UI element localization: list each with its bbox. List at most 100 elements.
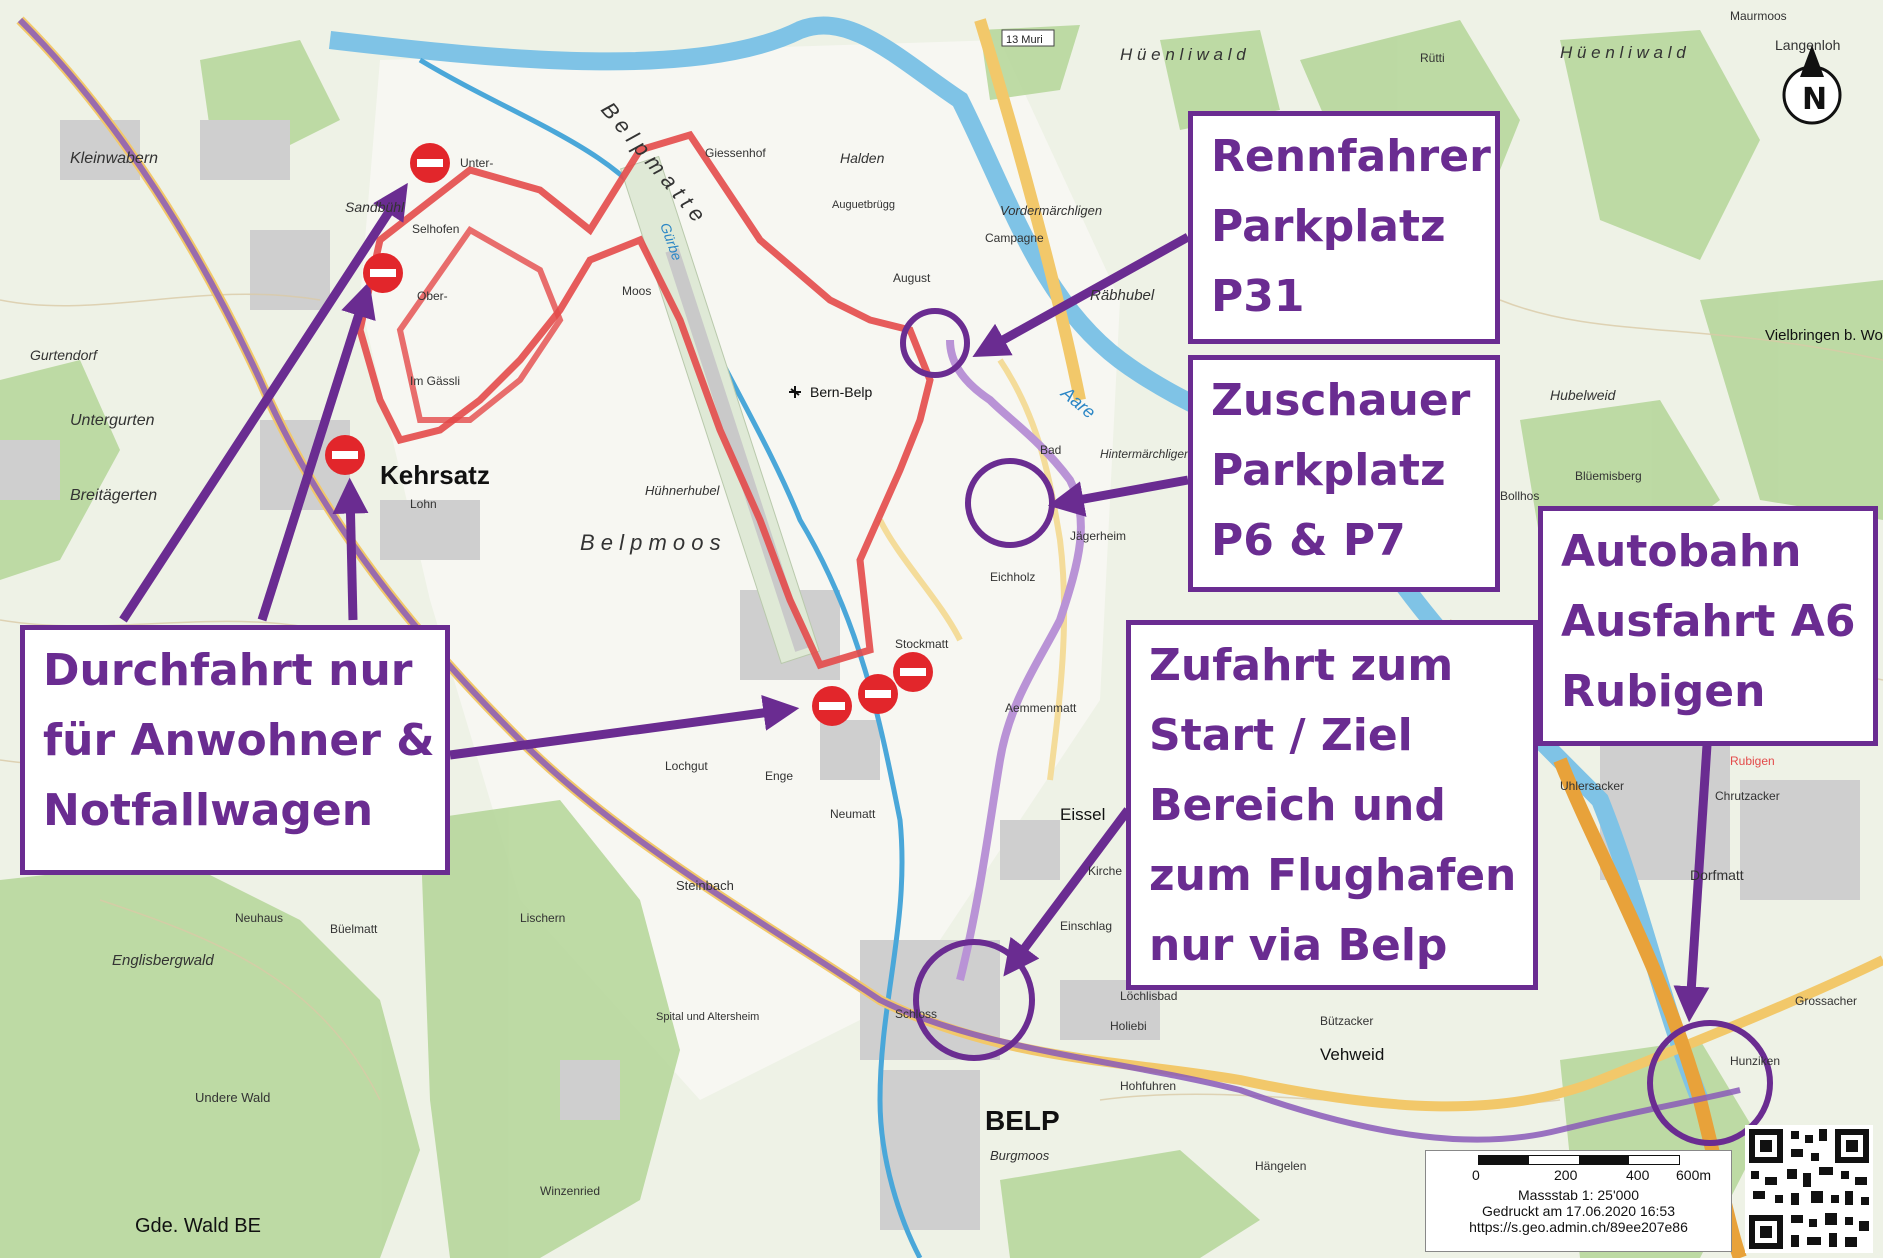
label-gde-wald: Gde. Wald BE — [135, 1215, 261, 1237]
no-entry-sign-icon — [325, 435, 365, 475]
label-vielbringen: Vielbringen b. Worb — [1765, 327, 1883, 344]
callout-zufahrt-line-3: Bereich und — [1149, 780, 1446, 831]
label-halden: Halden — [840, 150, 885, 166]
scale-tick-400: 400 — [1626, 1167, 1650, 1183]
label-unter: Unter- — [460, 156, 493, 170]
label-buetzacker: Bützacker — [1320, 1014, 1373, 1028]
label-bad: Bad — [1040, 443, 1061, 457]
callout-arrows — [119, 182, 1712, 1023]
scale-label: Massstab 1: 25'000 — [1518, 1187, 1639, 1203]
callout-zufahrt-line-2: Start / Ziel — [1149, 710, 1413, 761]
scale-tick-600: 600m — [1676, 1167, 1712, 1183]
callout-autobahn-line-2: Ausfahrt A6 — [1561, 596, 1856, 647]
access-route-belp — [946, 339, 1085, 981]
scale-bar — [1478, 1155, 1680, 1165]
scale-legend: 0 200 400 600m Massstab 1: 25'000 Gedruc… — [1425, 1150, 1732, 1252]
label-hangelen: Hängelen — [1255, 1159, 1306, 1173]
label-uhlersacker: Uhlersacker — [1560, 779, 1624, 793]
label-burgmoos: Burgmoos — [990, 1148, 1050, 1163]
river-aare — [328, 16, 1709, 1104]
label-neuhaus: Neuhaus — [235, 911, 283, 925]
label-rubigen: Rubigen — [1730, 754, 1775, 768]
scale-ticks: 0 200 400 600m — [1426, 1167, 1731, 1185]
no-entry-sign-icon — [858, 674, 898, 714]
label-huenliwald-2: H ü e n l i w a l d — [1560, 43, 1686, 62]
label-maurmoos: Maurmoos — [1730, 9, 1787, 23]
label-aemmenmatt: Aemmenmatt — [1005, 701, 1077, 715]
label-august: August — [893, 271, 931, 285]
label-stockmatt: Stockmatt — [895, 637, 949, 651]
label-neumatt: Neumatt — [830, 807, 876, 821]
label-vehweid: Vehweid — [1320, 1045, 1384, 1064]
callout-autobahn-line-3: Rubigen — [1561, 666, 1766, 717]
label-eissel: Eissel — [1060, 805, 1105, 824]
label-kleinwabern: Kleinwabern — [70, 150, 158, 167]
no-entry-sign-icon — [893, 652, 933, 692]
callout-zufahrt: Zufahrt zum Start / Ziel Bereich und zum… — [1126, 620, 1538, 990]
label-hohfuhren: Hohfuhren — [1120, 1079, 1176, 1093]
highway-badge-text: 13 Muri — [1006, 34, 1043, 46]
callout-autobahn-line-1: Autobahn — [1561, 526, 1802, 577]
label-holiebi: Holiebi — [1110, 1019, 1147, 1033]
callout-zuschauer-line-3: P6 & P7 — [1211, 515, 1406, 566]
marker-circle-belp — [913, 939, 1035, 1061]
label-eichholz: Eichholz — [990, 570, 1035, 584]
label-kirche: Kirche — [1088, 864, 1122, 878]
label-vordermarchligen: Vordermärchligen — [1000, 203, 1102, 218]
label-belpmoos: B e l p m o o s — [580, 530, 721, 555]
label-einschlag: Einschlag — [1060, 919, 1112, 933]
label-sandbuhl: Sandbühl — [345, 199, 405, 215]
callout-rennfahrer-line-1: Rennfahrer — [1211, 131, 1491, 182]
label-rutti: Rütti — [1420, 51, 1445, 65]
qr-code-icon[interactable] — [1745, 1125, 1873, 1253]
source-url[interactable]: https://s.geo.admin.ch/89ee207e86 — [1469, 1219, 1688, 1235]
label-im-gassli: Im Gässli — [410, 374, 460, 388]
label-moos: Moos — [622, 284, 651, 298]
airport-plane-icon — [789, 386, 801, 398]
printed-date: Gedruckt am 17.06.2020 16:53 — [1481, 1203, 1676, 1219]
scale-tick-200: 200 — [1554, 1167, 1578, 1183]
north-label: N — [1802, 82, 1827, 117]
label-lochgut: Lochgut — [665, 759, 708, 773]
callout-zuschauer-line-1: Zuschauer — [1211, 375, 1471, 426]
label-winzenried: Winzenried — [540, 1184, 600, 1198]
callout-durchfahrt-line-1: Durchfahrt nur — [43, 645, 413, 696]
label-schloss: Schloss — [895, 1007, 937, 1021]
label-ober: Ober- — [417, 289, 448, 303]
callout-rennfahrer-line-2: Parkplatz — [1211, 201, 1446, 252]
label-giessenhof: Giessenhof — [705, 146, 766, 160]
label-hubelweid: Hubelweid — [1550, 387, 1617, 403]
label-jagerheim: Jägerheim — [1070, 529, 1126, 543]
label-chrutzacher: Chrutzacker — [1715, 789, 1780, 803]
callout-durchfahrt: Durchfahrt nur für Anwohner & Notfallwag… — [20, 625, 450, 875]
callout-zuschauer-line-2: Parkplatz — [1211, 445, 1446, 496]
callout-rennfahrer-line-3: P31 — [1211, 271, 1305, 322]
scale-info: Massstab 1: 25'000 Gedruckt am 17.06.202… — [1426, 1187, 1731, 1235]
callout-zufahrt-line-1: Zufahrt zum — [1149, 640, 1454, 691]
race-course-inner — [396, 226, 564, 423]
north-arrow-icon: N — [1782, 45, 1842, 125]
label-steinbach: Steinbach — [676, 878, 734, 893]
label-enge: Enge — [765, 769, 793, 783]
callout-autobahn: Autobahn Ausfahrt A6 Rubigen — [1538, 506, 1878, 746]
marker-circle-rubigen — [1647, 1020, 1773, 1146]
label-hintermarchligen: Hintermärchligen — [1100, 447, 1191, 461]
label-huhnerhubel: Hühnerhubel — [645, 483, 721, 498]
scale-tick-0: 0 — [1472, 1167, 1480, 1183]
callout-durchfahrt-line-3: Notfallwagen — [43, 785, 374, 836]
no-entry-sign-icon — [363, 253, 403, 293]
no-entry-sign-icon — [812, 686, 852, 726]
label-bern-belp: Bern-Belp — [810, 384, 872, 400]
label-rabhubel: Räbhubel — [1090, 287, 1155, 304]
label-hunziken: Hunziken — [1730, 1054, 1780, 1068]
label-selhofen: Selhofen — [412, 222, 459, 236]
no-entry-sign-icon — [410, 143, 450, 183]
label-bluemisberg: Blüemisberg — [1575, 469, 1642, 483]
label-belp: BELP — [985, 1105, 1060, 1136]
label-lochlisbad: Löchlisbad — [1120, 989, 1177, 1003]
label-lohn: Lohn — [410, 497, 437, 511]
label-huenliwald: H ü e n l i w a l d — [1120, 45, 1246, 64]
label-undere-wald: Undere Wald — [195, 1090, 270, 1105]
label-breitagerten: Breitägerten — [70, 487, 157, 504]
